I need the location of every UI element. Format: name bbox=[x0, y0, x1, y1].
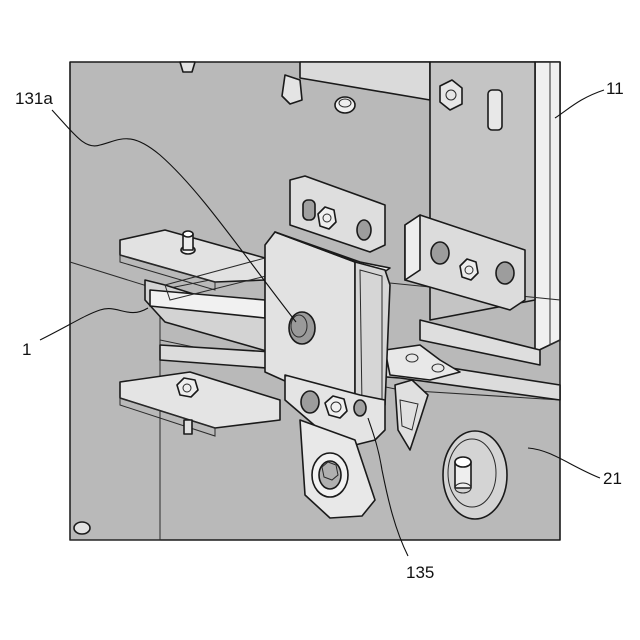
label-11: 11 bbox=[606, 79, 624, 98]
label-21: 21 bbox=[603, 469, 622, 488]
label-1: 1 bbox=[22, 340, 31, 359]
round-boss-21 bbox=[443, 431, 507, 519]
label-131a: 131a bbox=[15, 89, 53, 108]
label-135: 135 bbox=[406, 563, 434, 582]
leader-11 bbox=[555, 90, 604, 118]
side-plate-11 bbox=[535, 62, 560, 352]
bottom-left-fastener bbox=[74, 522, 90, 534]
